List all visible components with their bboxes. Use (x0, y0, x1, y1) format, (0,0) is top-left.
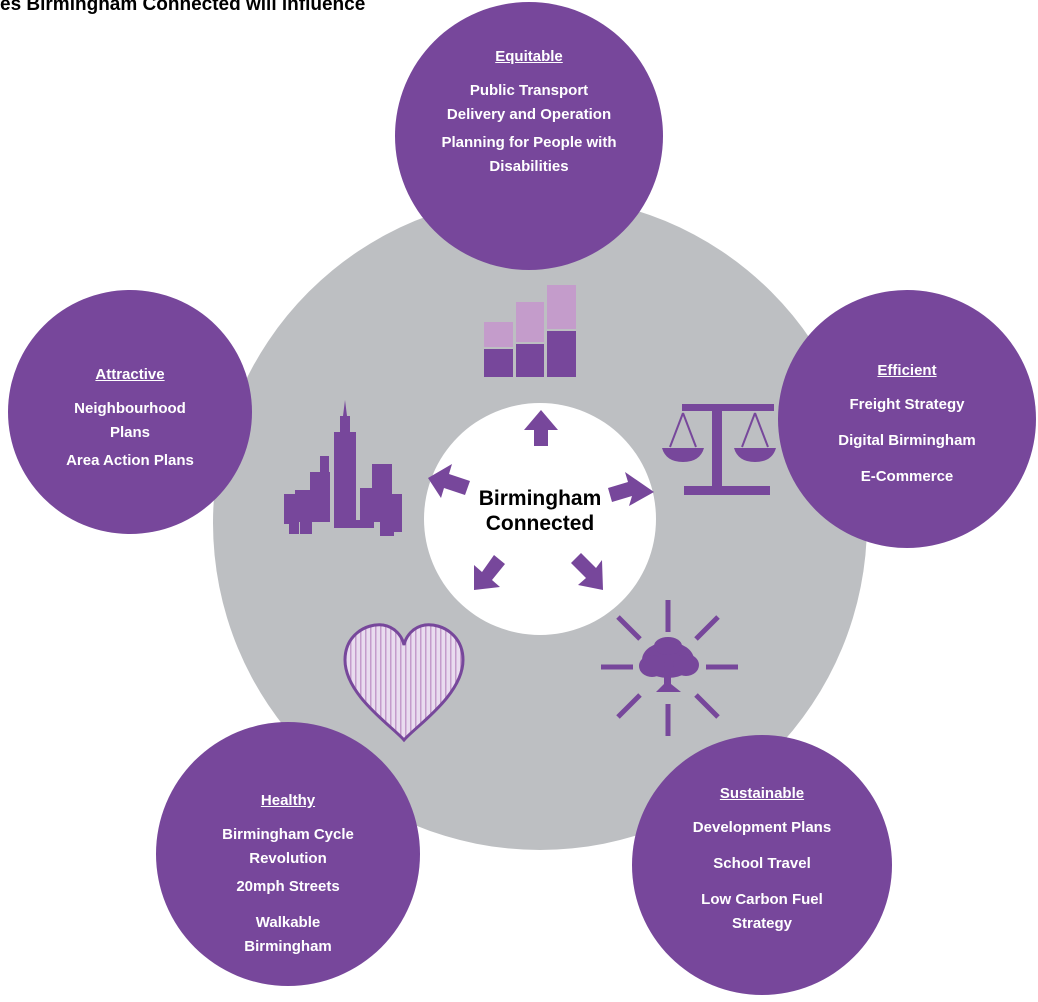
arrow-left-icon (428, 464, 470, 498)
arrow-down-left-icon (474, 555, 505, 590)
arrow-up-icon (524, 410, 558, 446)
theme-efficient: Efficient Freight Strategy Digital Birmi… (778, 290, 1036, 548)
theme-healthy-item: 20mph Streets (236, 878, 340, 895)
scales-icon (662, 404, 776, 495)
skyline-icon (284, 400, 402, 536)
center-label-line1: Birmingham (478, 487, 602, 510)
theme-efficient-item: E-Commerce (860, 468, 954, 485)
page-title: es Birmingham Connected will influence (0, 0, 366, 15)
theme-equitable: Equitable Public Transport Delivery and … (395, 2, 663, 270)
theme-efficient-item: Freight Strategy (849, 396, 965, 413)
theme-sustainable-item: Development Plans (692, 819, 832, 836)
heart-icon (343, 623, 465, 743)
theme-sustainable-title: Sustainable (719, 785, 805, 802)
theme-efficient-title: Efficient (877, 362, 937, 379)
theme-sustainable-item: School Travel (713, 855, 811, 872)
center-label: Birmingham Connected (424, 486, 656, 536)
bar-chart-icon (484, 285, 576, 377)
tree-sun-icon (601, 600, 738, 736)
theme-healthy-item: Birmingham Cycle Revolution (222, 826, 354, 867)
theme-attractive-item: Area Action Plans (66, 452, 194, 469)
theme-equitable-item: Planning for People with Disabilities (441, 134, 617, 175)
theme-healthy: Healthy Birmingham Cycle Revolution 20mp… (156, 722, 420, 986)
theme-sustainable: Sustainable Development Plans School Tra… (632, 735, 892, 995)
arrow-right-icon (608, 472, 654, 506)
theme-healthy-title: Healthy (260, 792, 316, 809)
arrow-down-right-icon (571, 553, 603, 590)
theme-healthy-item: Walkable Birmingham (244, 914, 332, 955)
theme-equitable-item: Public Transport Delivery and Operation (446, 82, 612, 123)
theme-attractive: Attractive Neighbourhood Plans Area Acti… (8, 290, 252, 534)
theme-sustainable-item: Low Carbon Fuel Strategy (701, 891, 823, 932)
theme-attractive-item: Neighbourhood Plans (74, 400, 186, 441)
theme-attractive-title: Attractive (95, 366, 165, 383)
center-label-line2: Connected (485, 512, 595, 535)
theme-equitable-title: Equitable (495, 48, 563, 65)
theme-efficient-item: Digital Birmingham (838, 432, 976, 449)
